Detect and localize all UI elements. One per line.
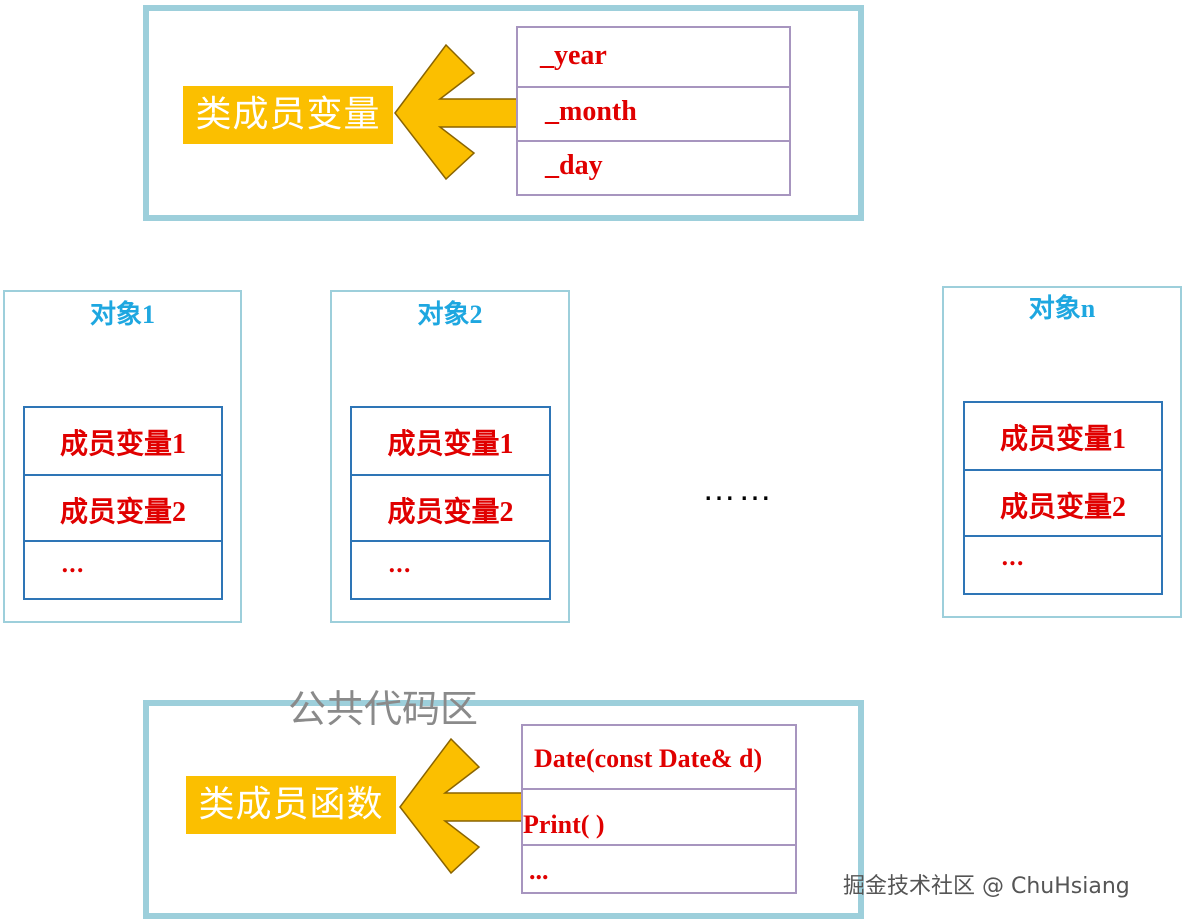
field-year: _year (540, 40, 607, 71)
more-objects-ellipsis: …… (702, 470, 774, 508)
object-2-box: 对象2 成员变量1 成员变量2 ... (330, 290, 570, 623)
object-n-member-1: 成员变量1 (999, 424, 1126, 455)
object-1-box: 对象1 成员变量1 成员变量2 ... (3, 290, 242, 623)
method-more: ... (529, 856, 549, 885)
object-1-more: ... (61, 552, 84, 578)
public-code-title: 公共代码区 (288, 687, 479, 731)
object-n-member-table: 成员变量1 成员变量2 ... (963, 401, 1163, 595)
table-row: _year (518, 28, 789, 86)
watermark: 掘金技术社区 @ ChuHsiang (843, 874, 1130, 899)
method-constructor: Date(const Date& d) (534, 744, 763, 773)
field-day: _day (545, 150, 603, 181)
member-functions-table: Date(const Date& d) Print( ) ... (521, 724, 797, 894)
table-row: _day (518, 140, 789, 194)
table-row: ... (523, 844, 795, 894)
object-1-title: 对象1 (89, 300, 155, 329)
object-1-member-table: 成员变量1 成员变量2 ... (23, 406, 223, 600)
left-arrow-icon (394, 43, 518, 181)
object-n-title: 对象n (1028, 294, 1096, 323)
object-1-member-1: 成员变量1 (59, 429, 186, 460)
field-month: _month (545, 96, 637, 127)
table-row: _month (518, 86, 789, 140)
member-variables-table: _year _month _day (516, 26, 791, 196)
table-row: ... (25, 540, 221, 600)
table-row: Date(const Date& d) (523, 726, 795, 788)
table-row: ... (965, 535, 1161, 595)
table-row: 成员变量2 (965, 469, 1161, 535)
public-code-frame (143, 700, 864, 919)
table-row: 成员变量2 (352, 474, 549, 540)
object-2-member-1: 成员变量1 (387, 429, 514, 460)
object-2-member-2: 成员变量2 (387, 497, 514, 528)
table-row: ... (352, 540, 549, 600)
object-2-member-table: 成员变量1 成员变量2 ... (350, 406, 551, 600)
object-n-more: ... (1001, 545, 1024, 571)
class-member-variables-frame (143, 5, 864, 221)
method-print: Print( ) (523, 810, 605, 839)
left-arrow-icon (399, 737, 523, 875)
table-row: 成员变量2 (25, 474, 221, 540)
class-member-functions-label: 类成员函数 (186, 776, 396, 834)
table-row: Print( ) (523, 788, 795, 844)
object-n-member-2: 成员变量2 (999, 492, 1126, 523)
object-1-member-2: 成员变量2 (59, 497, 186, 528)
table-row: 成员变量1 (352, 408, 549, 474)
object-2-title: 对象2 (417, 300, 483, 329)
table-row: 成员变量1 (25, 408, 221, 474)
table-row: 成员变量1 (965, 403, 1161, 469)
class-member-variables-label: 类成员变量 (183, 86, 393, 144)
object-2-more: ... (388, 552, 411, 578)
object-n-box: 对象n 成员变量1 成员变量2 ... (942, 286, 1182, 618)
